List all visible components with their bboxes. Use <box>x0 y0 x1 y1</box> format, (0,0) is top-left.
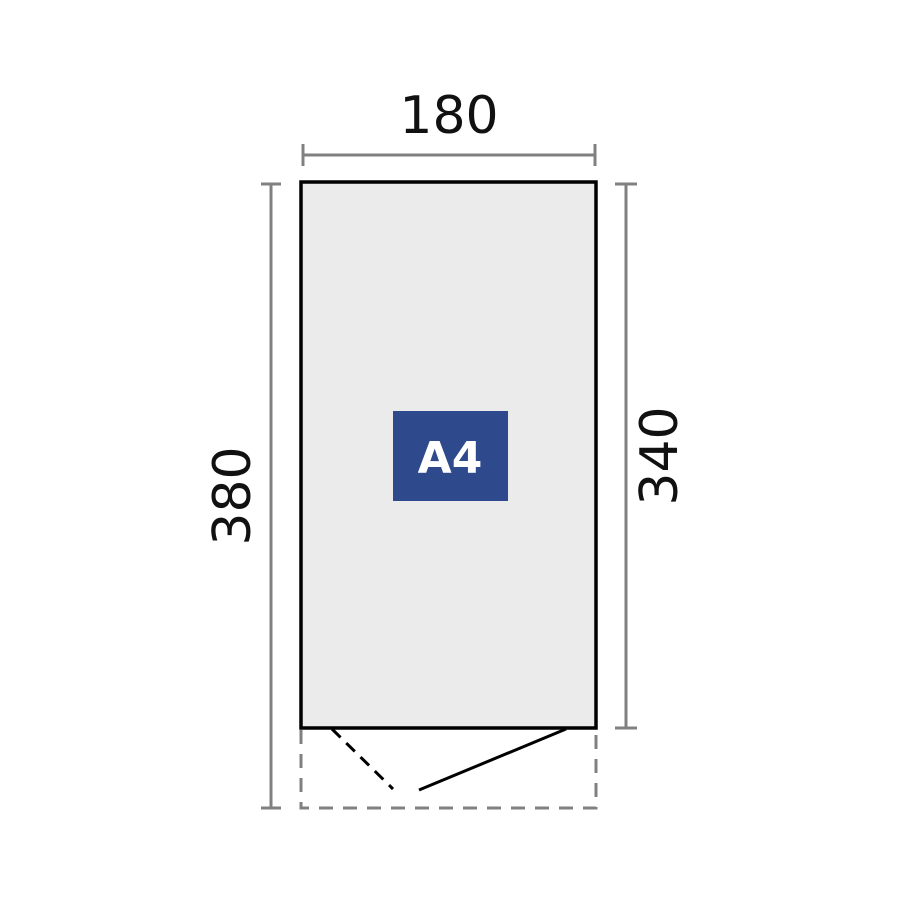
building-height-label: 340 <box>630 406 690 505</box>
model-badge <box>393 411 508 501</box>
building-height-dimension-line <box>615 182 637 730</box>
width-dimension-line <box>301 144 597 166</box>
canopy-outline <box>299 730 598 810</box>
width-label: 180 <box>399 86 498 146</box>
model-badge-label: A4 <box>418 433 483 484</box>
door-swing-left <box>330 727 395 791</box>
door-leaf-right <box>418 727 567 792</box>
building-outline <box>299 180 598 730</box>
total-height-label: 380 <box>203 446 263 545</box>
total-height-dimension-line <box>261 182 281 810</box>
